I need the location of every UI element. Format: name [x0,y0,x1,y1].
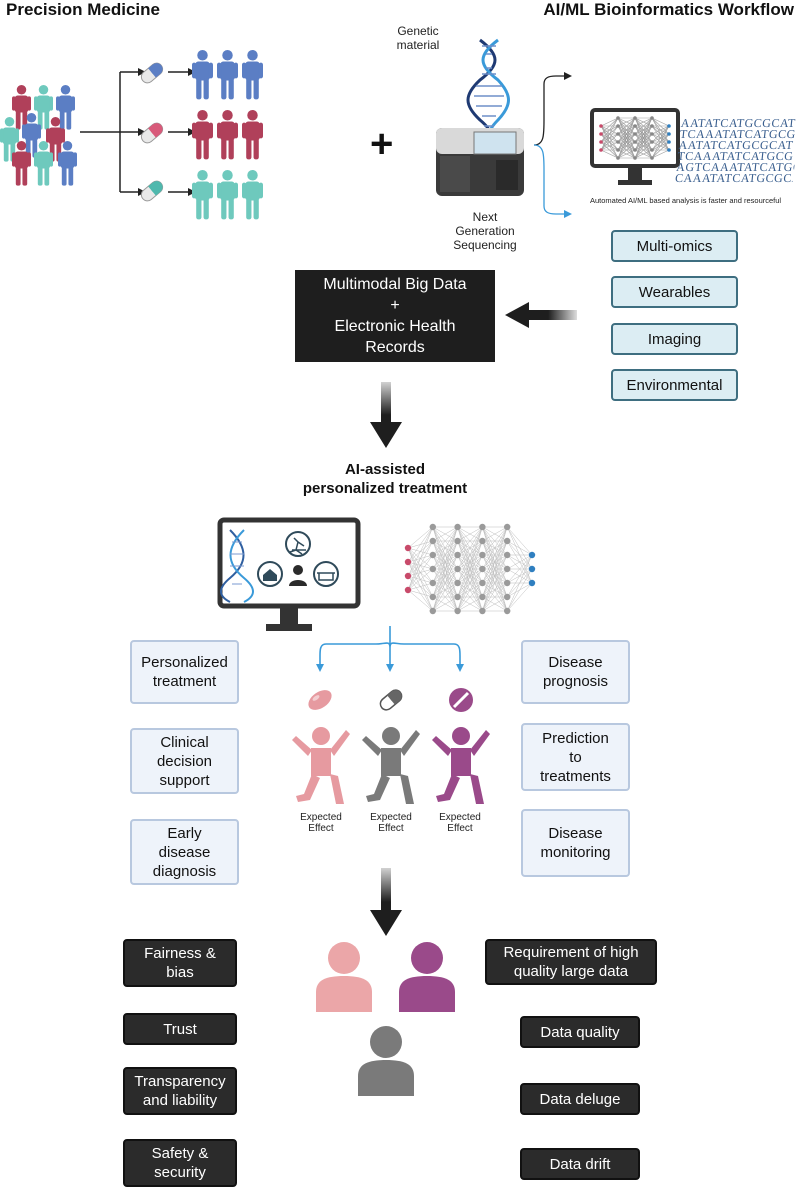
person-icon [242,50,263,100]
person-icon [217,170,238,220]
treatment-branch-arrows [316,626,464,672]
genetic-material-label: Genetic material [396,24,440,52]
arrow-down-icon [370,868,402,936]
challenge-data-deluge: Data deluge [520,1083,640,1115]
person-icon [242,110,263,160]
person-icon [192,110,213,160]
pill-icon [140,122,164,144]
patient-effect-figure-gray [362,727,420,804]
person-icon [217,50,238,100]
challenge-transparency-liability: Transparency and liability [123,1067,237,1115]
teal-patient-group [192,170,263,220]
sequencer-icon [436,128,524,196]
dna-icon [466,38,510,142]
neural-network-icon [404,523,536,615]
expected-effect-label: Expected Effect [370,812,412,834]
person-icon [12,141,31,186]
person-icon [358,1026,414,1096]
arrow-left-icon [505,302,577,328]
data-source-imaging: Imaging [611,323,738,355]
outcome-disease-monitoring: Disease monitoring [521,809,630,877]
outcome-prediction-to-treatments: Prediction to treatments [521,723,630,791]
patient-effect-figure-pink [292,727,350,804]
data-source-environmental: Environmental [611,369,738,401]
dna-sequence-text: AATATCATGCGCAT TCAAATATCATGCG AATATCATGC… [674,118,798,184]
outcome-early-disease-diagnosis: Early disease diagnosis [130,819,239,885]
person-icon [217,110,238,160]
outcome-disease-prognosis: Disease prognosis [521,640,630,704]
ai-assisted-treatment-title: AI-assisted personalized treatment [302,461,468,497]
header-ai-ml-workflow: AI/ML Bioinformatics Workflow [543,0,794,19]
challenge-trust: Trust [123,1013,237,1045]
challenge-safety-security: Safety & security [123,1139,237,1187]
pill-icon [449,688,473,712]
pill-icon [140,180,164,202]
red-patient-group [192,110,263,160]
person-icon [316,942,372,1012]
challenge-high-quality-large-data: Requirement of high quality large data [485,939,657,985]
outcome-personalized-treatment: Personalized treatment [130,640,239,704]
sequencer-output-arrows [533,72,572,218]
monitor-icon [217,517,361,631]
person-icon [34,85,53,130]
person-icon [58,141,77,186]
person-icon [242,170,263,220]
person-icon [12,85,31,130]
person-icon [192,170,213,220]
header-precision-medicine: Precision Medicine [6,0,160,19]
data-source-wearables: Wearables [611,276,738,308]
challenge-data-drift: Data drift [520,1148,640,1180]
patient-effect-figure-purple [432,727,490,804]
person-icon [192,50,213,100]
automated-analysis-caption: Automated AI/ML based analysis is faster… [590,196,782,205]
person-icon [56,85,75,130]
pill-icon [379,689,403,711]
multimodal-big-data-box: Multimodal Big Data + Electronic Health … [295,270,495,362]
pill-icon [140,62,164,84]
arrow-down-icon [370,382,402,448]
patient-population-group [0,85,77,186]
person-icon [22,113,41,158]
person-icon [399,942,455,1012]
data-source-multi-omics: Multi-omics [611,230,738,262]
ngs-label: Next Generation Sequencing [453,210,517,252]
expected-effect-label: Expected Effect [439,812,481,834]
challenge-fairness-bias: Fairness & bias [123,939,237,987]
expected-effect-label: Expected Effect [300,812,342,834]
monitor-icon [590,108,680,185]
challenge-data-quality: Data quality [520,1016,640,1048]
pill-icon [308,690,332,710]
person-icon [34,141,53,186]
plus-sign: + [370,122,394,166]
blue-patient-group [192,50,263,100]
outcome-clinical-decision-support: Clinical decision support [130,728,239,794]
